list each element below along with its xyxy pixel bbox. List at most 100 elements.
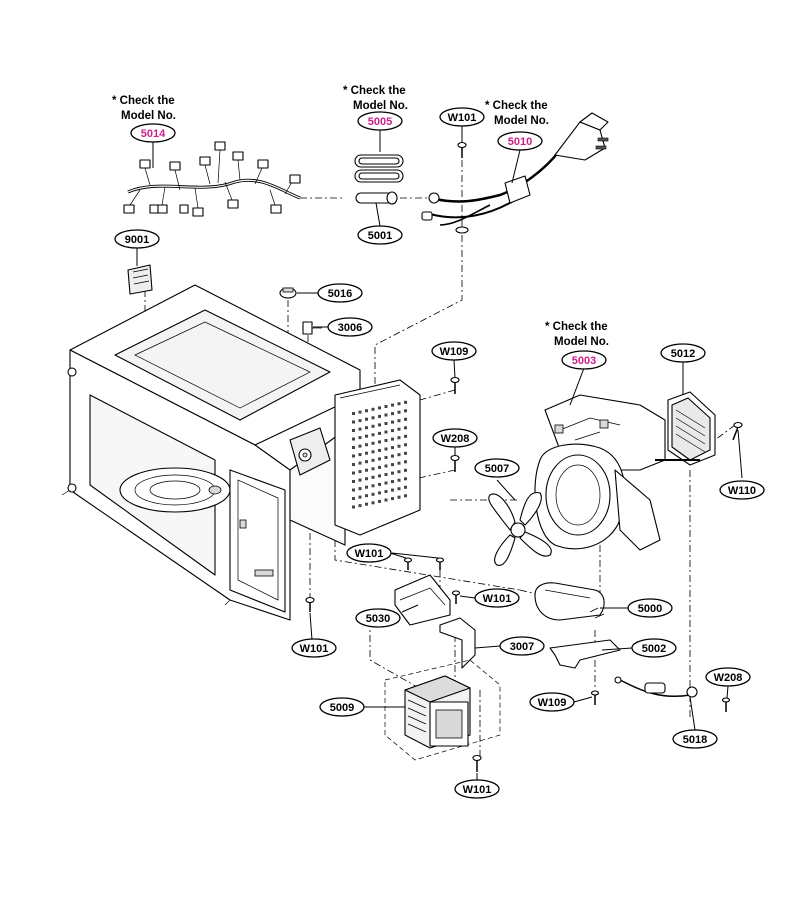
callout-5012: 5012 [660, 343, 706, 363]
vent-hole [378, 440, 381, 444]
callout-5005: 5005 [357, 111, 403, 131]
vent-hole [397, 410, 401, 414]
note-line2: Model No. [494, 115, 549, 127]
fan-duct-5003 [534, 394, 666, 551]
screw-w101-middle [403, 557, 445, 570]
vent-hole [391, 471, 394, 475]
callout-5010: 5010 [497, 131, 543, 151]
callout-5002: 5002 [631, 638, 677, 658]
vent-hole [378, 431, 381, 435]
callout-5000: 5000 [627, 598, 673, 618]
callout-w101-right: W101 [474, 588, 520, 608]
callout-9001: 9001 [114, 229, 160, 249]
callout-text: W101 [463, 784, 492, 796]
vent-hole [391, 454, 394, 458]
vent-hole [378, 423, 381, 427]
note-5005: * Check the Model No. [343, 85, 408, 112]
callout-3007: 3007 [499, 636, 545, 656]
callout-5001: 5001 [357, 225, 403, 245]
callout-5016: 5016 [317, 283, 363, 303]
vent-hole [371, 492, 375, 496]
screw-w109-bottom [590, 690, 600, 705]
vent-hole [404, 434, 407, 438]
callout-text: W101 [448, 112, 477, 124]
vent-hole [378, 482, 381, 486]
callout-text: W208 [441, 433, 470, 445]
vent-hole [352, 437, 355, 441]
note-line1: * Check the [112, 95, 175, 107]
screw-w101-right [451, 590, 461, 604]
vent-hole [397, 461, 401, 465]
vent-hole [397, 470, 401, 474]
vent-hole [384, 456, 388, 459]
vent-hole [365, 451, 368, 455]
callout-text: 5030 [366, 613, 390, 625]
screw-w109-top [450, 376, 460, 394]
note-5003: * Check the Model No. [545, 321, 609, 348]
vent-hole [371, 467, 375, 471]
vent-hole [358, 444, 362, 448]
vent-hole [358, 461, 362, 465]
vent-hole [391, 446, 394, 450]
vent-hole [378, 457, 381, 461]
callout-w109-top: W109 [431, 341, 477, 361]
waveguide-side-panel [289, 379, 421, 536]
note-5014: * Check the Model No. [112, 95, 176, 122]
callout-text: W110 [728, 485, 756, 497]
vent-hole [397, 495, 401, 499]
vent-hole [371, 450, 375, 454]
vent-hole [365, 502, 368, 506]
vent-hole [358, 487, 362, 491]
callout-text: 5005 [368, 116, 392, 128]
note-line2: Model No. [353, 100, 408, 112]
vent-hole [371, 433, 375, 437]
vent-hole [384, 481, 388, 485]
vent-hole [391, 420, 394, 424]
note-line2: Model No. [121, 110, 176, 122]
callout-text: 5012 [671, 348, 695, 360]
vent-hole [378, 499, 381, 503]
screw-w101-left [305, 596, 315, 612]
vent-hole [371, 416, 375, 420]
vent-hole [378, 491, 381, 495]
leader-lines [136, 125, 743, 780]
vent-hole [365, 426, 368, 430]
vent-hole [384, 490, 388, 493]
vent-hole [358, 419, 362, 423]
callout-w101-left: W101 [291, 638, 337, 658]
vent-hole [384, 430, 388, 434]
vent-hole [371, 458, 375, 462]
oven-cavity [61, 284, 361, 621]
vent-hole [371, 484, 375, 488]
vent-hole [404, 443, 407, 447]
sensor-lead-5018 [614, 676, 698, 698]
vent-hole [404, 477, 407, 481]
note-line1: * Check the [343, 85, 406, 97]
callout-text: 5007 [485, 463, 509, 475]
callout-w208-top: W208 [432, 428, 478, 448]
callout-text: 3006 [338, 322, 362, 334]
vent-hole [391, 429, 394, 433]
vent-hole [358, 436, 362, 440]
vent-hole [365, 477, 368, 481]
callout-text: 9001 [125, 234, 149, 246]
vent-hole [384, 464, 388, 468]
callout-5007: 5007 [474, 458, 520, 478]
vent-hole [371, 441, 375, 445]
vent-hole [397, 427, 401, 431]
wire-harness-5014 [123, 141, 301, 217]
callout-5014: 5014 [130, 123, 176, 143]
callout-text: W101 [355, 548, 384, 560]
vent-hole [378, 448, 381, 452]
vent-hole [365, 443, 368, 447]
vent-hole [352, 505, 355, 509]
callout-text: 5014 [141, 128, 166, 140]
vent-hole [358, 470, 362, 474]
fuse-5005 [354, 154, 404, 183]
callout-text: 3007 [510, 641, 534, 653]
vent-hole [371, 501, 375, 505]
screw-w101-bottom [472, 754, 482, 772]
vent-hole [397, 419, 401, 423]
callout-text: 5002 [642, 643, 666, 655]
switch-3006 [302, 321, 322, 335]
